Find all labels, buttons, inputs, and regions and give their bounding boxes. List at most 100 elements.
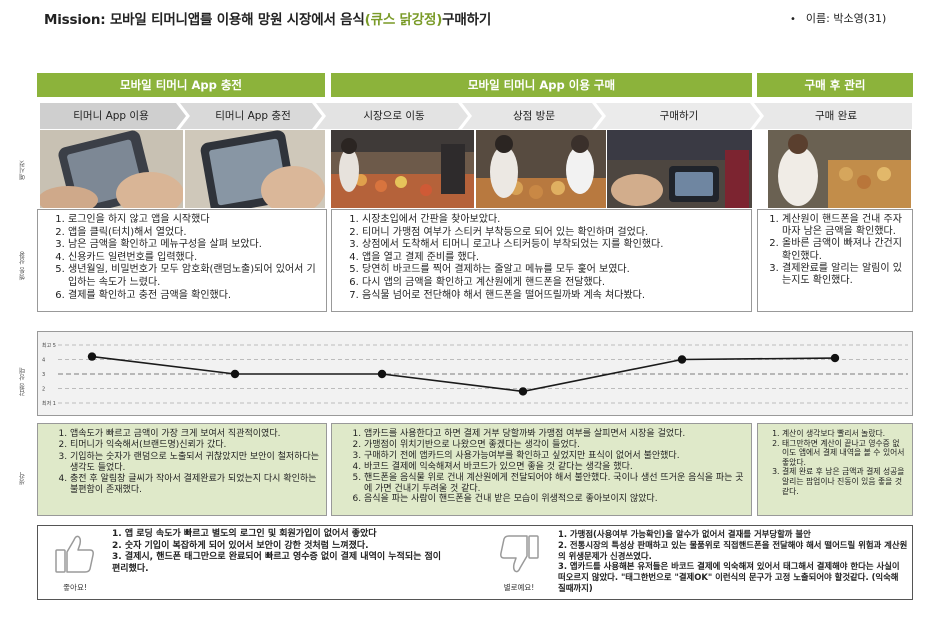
list-item: 핸드폰을 음식물 위로 건내 계산원에게 전달되어야 해서 불안했다. 국이나 … — [364, 473, 745, 495]
like-item: 3. 결제시, 핸드폰 태그만으로 완료되어 빠르고 영수증 없이 결제 내역이… — [112, 552, 442, 574]
list-item: 결제를 확인하고 충전 금액을 확인했다. — [68, 290, 320, 303]
step-label: 티머니 App 이용 — [73, 110, 149, 122]
list-item: 앱카드를 사용한다고 하면 결제 거부 당할까봐 가맹점 여부를 살피면서 시장… — [364, 429, 745, 440]
title-prefix: Mission: 모바일 티머니앱를 이용해 망원 시장에서 음식 — [44, 12, 365, 28]
dislike-item: 2. 전통시장의 특성상 판매하고 있는 물품위로 직접핸드폰을 전달해야 해서… — [558, 539, 908, 561]
emotion-point — [830, 353, 840, 363]
list-item: 다시 앱의 금액을 확인하고 계산원에게 핸드폰을 전달했다. — [362, 277, 745, 290]
thought-list-charge: 앱속도가 빠르고 금액이 가장 크게 보여서 직관적이였다. 티머니가 익숙해서… — [44, 429, 320, 497]
step-label: 티머니 App 충전 — [215, 110, 291, 122]
side-label-action: 행동 상황 — [19, 251, 27, 280]
thumbs-down-svg — [500, 535, 539, 573]
photo-app-use — [40, 130, 183, 208]
list-item: 계산이 생각보다 빨리서 놀랐다. — [782, 429, 906, 439]
thought-list-purchase: 앱카드를 사용한다고 하면 결제 거부 당할까봐 가맹점 여부를 살피면서 시장… — [338, 429, 745, 505]
chevron-1 — [40, 103, 186, 129]
step-label: 시장으로 이동 — [363, 110, 425, 122]
photo-purchase-complete — [768, 130, 911, 208]
side-label-thought: 생각 — [19, 472, 27, 485]
thought-box-purchase: 앱카드를 사용한다고 하면 결제 거부 당할까봐 가맹점 여부를 살피면서 시장… — [331, 423, 752, 516]
photo-purchase-terminal — [607, 130, 752, 208]
phase-charge: 모바일 티머니 App 충전 — [37, 73, 325, 97]
photo-store — [476, 130, 606, 208]
action-list-charge: 로그인을 하지 않고 앱을 시작했다 앱을 클릭(터치)해서 열었다. 남은 금… — [44, 214, 320, 302]
action-list-purchase: 시장초입에서 간판을 찾아보았다. 티머니 가맹점 여부가 스티커 부착등으로 … — [338, 214, 745, 302]
like-item: 1. 앱 로딩 속도가 빠르고 별도의 로그인 및 회원가입이 없어서 좋았다 — [112, 529, 377, 539]
like-caption: 좋아요! — [63, 583, 87, 592]
list-item: 상점에서 도착해서 티머니 로고나 스티커등이 부착되었는 지를 확인했다. — [362, 239, 745, 252]
y-tick-label: 2 — [42, 387, 45, 393]
thought-list-after: 계산이 생각보다 빨리서 놀랐다. 태그만하면 계산이 끝나고 영수증 없이도 … — [764, 429, 906, 496]
action-box-charge: 로그인을 하지 않고 앱을 시작했다 앱을 클릭(터치)해서 열었다. 남은 금… — [37, 209, 327, 312]
chevron-6 — [754, 103, 912, 129]
chart-grid — [58, 344, 908, 404]
dislike-item: 3. 앱카드를 사용해본 유저들은 바코드 결제에 익숙해져 있어서 태그해서 … — [558, 561, 900, 593]
emotion-line — [91, 355, 836, 393]
emotion-points — [87, 352, 840, 396]
author-label: • 이름: 박소영(31) — [790, 10, 886, 26]
author-bullet: • — [790, 14, 796, 25]
emotion-point — [230, 369, 240, 379]
dislike-item: 1. 가맹점(사용여부 가능확인)을 알수가 없어서 결재를 거부당할까 불안 — [558, 529, 811, 539]
photo-phone-charge — [185, 130, 325, 208]
y-tick-label: 최고 5 — [42, 342, 56, 349]
thumbs-down-icon — [498, 532, 540, 584]
emotion-point — [87, 352, 97, 361]
emotion-point — [377, 369, 387, 379]
action-list-after: 계산원이 핸드폰을 건내 주자마자 남은 금액을 확인했다. 올바른 금액이 빠… — [764, 214, 906, 287]
step-chevrons — [40, 103, 912, 129]
title-highlight: (큐스 닭강정) — [364, 12, 443, 28]
dislikes-text: 1. 가맹점(사용여부 가능확인)을 알수가 없어서 결재를 거부당할까 불안 … — [558, 529, 908, 594]
list-item: 결제 완료 후 남은 금액과 결제 성공을 알리는 팝업이나 진동이 있음 좋을… — [782, 467, 906, 496]
list-item: 생년월일, 비밀번호가 모두 암호화(랜덤노출)되어 있어서 기입하는 속도가 … — [68, 264, 320, 289]
list-item: 구매하기 전에 앱카드의 사용가능여부를 확인하고 싶었지만 표식이 없어서 불… — [364, 451, 745, 462]
y-tick-label: 3 — [42, 372, 45, 378]
list-item: 음식을 파는 사람이 핸드폰을 건내 받은 모습이 위생적으로 좋아보이지 않았… — [364, 494, 745, 505]
chevron-5 — [596, 103, 760, 129]
list-item: 계산원이 핸드폰을 건내 주자마자 남은 금액을 확인했다. — [782, 214, 906, 238]
photo-complete — [768, 130, 911, 208]
list-item: 앱을 클릭(터치)해서 열었다. — [68, 227, 320, 240]
list-item: 음식물 넘어로 전단해야 해서 핸드폰을 떨어뜨릴까봐 계속 쳐다봤다. — [362, 290, 745, 303]
list-item: 충전 후 알림창 글씨가 작아서 결제완료가 되었는지 다시 확인하는 불편함이… — [70, 474, 320, 497]
chevron-2 — [180, 103, 322, 129]
list-item: 기입하는 숫자가 랜덤으로 노출되서 귀찮았지만 보안이 철저하다는 생각도 들… — [70, 452, 320, 475]
chevron-3 — [316, 103, 468, 129]
journey-steps: 티머니 App 이용 티머니 App 충전 시장으로 이동 상점 방문 구매하기… — [40, 103, 912, 129]
chevron-4 — [462, 103, 602, 129]
list-item: 가맹점이 위치기반으로 나왔으면 좋겠다는 생각이 들었다. — [364, 440, 745, 451]
list-item: 앱속도가 빠르고 금액이 가장 크게 보여서 직관적이였다. — [70, 429, 320, 440]
photo-purchase — [607, 130, 752, 208]
list-item: 로그인을 하지 않고 앱을 시작했다 — [68, 214, 320, 227]
list-item: 올바른 금액이 빠져나 간건지 확인했다. — [782, 238, 906, 262]
list-item: 앱을 열고 결제 준비를 했다. — [362, 252, 745, 265]
photo-app-charge — [185, 130, 325, 208]
list-item: 바코드 결제에 익숙해져서 바코드가 있으면 좋을 것 같다는 생각을 했다. — [364, 462, 745, 473]
thought-box-after: 계산이 생각보다 빨리서 놀랐다. 태그만하면 계산이 끝나고 영수증 없이도 … — [757, 423, 913, 516]
side-label-photo: 예시컷 — [19, 160, 27, 181]
action-box-purchase: 시장초입에서 간판을 찾아보았다. 티머니 가맹점 여부가 스티커 부착등으로 … — [331, 209, 752, 312]
like-item: 2. 숫자 기입이 복잡하게 되어 있어서 보안이 강한 것처럼 느껴졌다. — [112, 540, 369, 551]
phase-purchase: 모바일 티머니 App 이용 구매 — [331, 73, 752, 97]
author-name: 이름: 박소영(31) — [805, 12, 887, 25]
list-item: 티머니 가맹점 여부가 스티커 부착등으로 되어 있는 확인하며 걸었다. — [362, 227, 745, 240]
title-suffix: 구매하기 — [442, 12, 492, 28]
dislike-caption: 별로예요! — [503, 583, 535, 592]
y-tick-label: 최저 1 — [42, 400, 56, 407]
photo-store-visit — [476, 130, 606, 208]
list-item: 남은 금액을 확인하고 메뉴구성을 살펴 보았다. — [68, 239, 320, 252]
list-item: 신용카드 일련번호를 입력했다. — [68, 252, 320, 265]
emotion-point — [518, 387, 528, 396]
list-item: 시장초입에서 간판을 찾아보았다. — [362, 214, 745, 227]
photo-market — [331, 130, 474, 208]
summary-box: 좋아요! 1. 앱 로딩 속도가 빠르고 별도의 로그인 및 회원가입이 없어서… — [37, 525, 913, 600]
side-label-emotion: 감정 상태 — [19, 367, 27, 396]
list-item: 태그만하면 계산이 끝나고 영수증 없이도 앱에서 결제 내역을 볼 수 있어서… — [782, 439, 906, 468]
list-item: 당연히 바코드를 찍어 결제하는 줄알고 메뉴를 모두 훑어 보였다. — [362, 264, 745, 277]
thumbs-up-icon — [54, 532, 96, 584]
emotion-point — [677, 355, 687, 364]
step-label: 구매 완료 — [815, 110, 857, 122]
